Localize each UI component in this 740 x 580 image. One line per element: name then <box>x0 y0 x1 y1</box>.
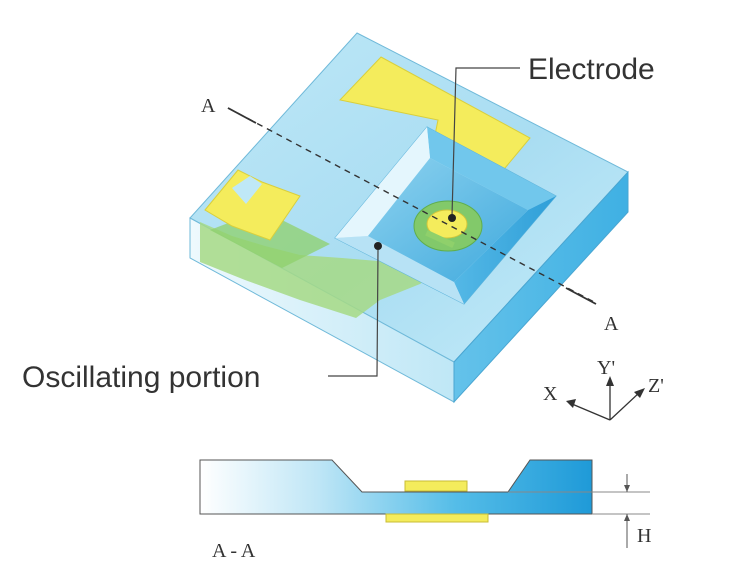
dim-arrowhead-lower <box>624 514 630 521</box>
electrode-leader-dot <box>448 214 456 222</box>
section-top-electrode <box>404 480 468 492</box>
x-axis-arrow <box>571 403 611 421</box>
x-axis-label: X <box>543 383 558 405</box>
section-line <box>227 107 595 303</box>
cavity-wall-bottom <box>335 236 464 304</box>
electrode-pad-left <box>204 169 301 241</box>
dim-arrowhead-upper <box>624 485 630 492</box>
cross-section <box>199 459 650 548</box>
x-arrowhead <box>566 399 576 408</box>
z-axis-label: Z' <box>648 375 664 397</box>
y-arrowhead <box>606 376 614 386</box>
section-line-end-right <box>565 287 597 305</box>
section-bottom-electrode <box>385 513 489 523</box>
cavity-wall-top <box>427 127 556 210</box>
cavity-wall-right <box>454 196 556 304</box>
resonator-block <box>189 32 629 404</box>
electrode-label: Electrode <box>528 53 655 86</box>
section-title: A - A <box>212 540 256 562</box>
electrode-leader <box>451 67 520 217</box>
y-axis-label: Y' <box>597 357 615 379</box>
thickness-label: H <box>637 525 651 547</box>
section-marker-a-top: A <box>201 95 216 117</box>
z-arrowhead <box>634 388 645 398</box>
axis-triad: Y' Z' X <box>543 357 664 421</box>
oscillating-leader <box>328 249 379 377</box>
block-front-right-face <box>453 170 629 404</box>
section-body <box>199 459 593 515</box>
leader-lines <box>328 67 520 377</box>
cavity-wall-left <box>335 127 430 238</box>
pad-notch <box>232 176 262 204</box>
oscillating-portion-label: Oscillating portion <box>22 361 260 394</box>
oscillating-leader-dot <box>374 242 382 250</box>
section-marker-a-bottom: A <box>604 313 619 335</box>
electrode-trace-bottom <box>425 229 455 249</box>
section-line-end-left <box>227 107 257 124</box>
z-axis-arrow <box>609 391 641 421</box>
